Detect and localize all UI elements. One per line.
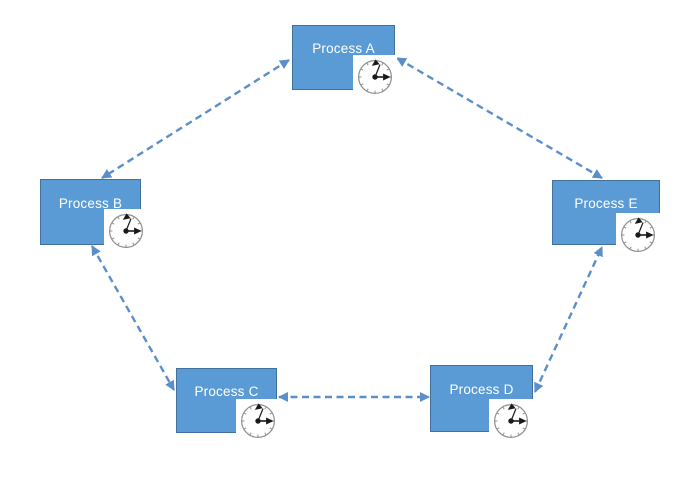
clock-icon: [236, 399, 280, 443]
clock-icon: [353, 55, 397, 99]
connector-d-e: [533, 246, 604, 393]
clock-icon: [489, 399, 533, 443]
clock-icon: [616, 213, 660, 257]
connector-b-c: [90, 245, 176, 391]
process-node-b-label: Process B: [58, 195, 123, 211]
process-node-c-label: Process C: [194, 384, 259, 399]
clock-icon: [104, 209, 148, 253]
connector-e-a: [396, 56, 603, 180]
process-node-a-label: Process A: [312, 41, 375, 56]
process-node-d-label: Process D: [449, 382, 514, 397]
process-node-e-label: Process E: [574, 196, 638, 211]
connector-a-b: [101, 58, 290, 180]
